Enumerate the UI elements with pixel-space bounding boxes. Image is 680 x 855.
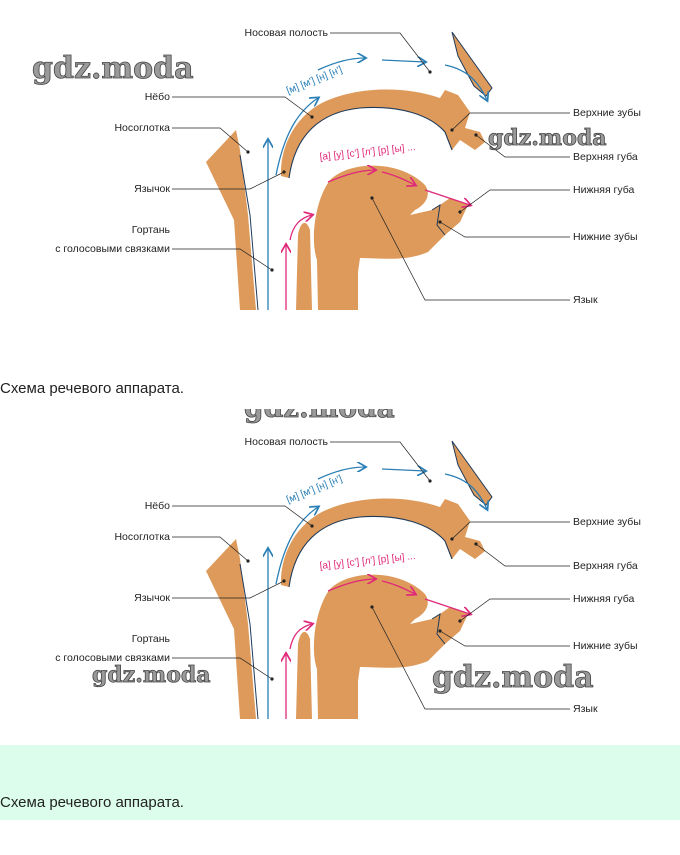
label-uvula: Язычок — [134, 592, 170, 604]
diagram-svg: [м] [м'] [н] [н'] [а] [у] [с'] [л'] [р] … — [55, 391, 641, 720]
nasal-airflow-arrow — [381, 469, 425, 471]
diagram-svg: [м] [м'] [н] [н'] [а] [у] [с'] [л'] [р] … — [32, 27, 641, 311]
label-larynx-vocal-cords: с голосовыми связками — [55, 652, 170, 664]
watermark-logo: gdz.moda — [244, 409, 395, 424]
label-upper-teeth: Верхние зубы — [573, 107, 641, 119]
label-uvula: Язычок — [134, 183, 170, 195]
label-lower-lip: Нижняя губа — [573, 184, 635, 196]
oral-airflow-arrow — [381, 171, 415, 185]
pharynx-wall-shape — [206, 539, 256, 719]
oral-airflow-arrow — [424, 598, 470, 614]
label-nasal-cavity: Носовая полость — [245, 436, 329, 448]
label-palate: Нёбо — [145, 500, 170, 512]
oral-airflow-arrow — [424, 189, 470, 205]
pharynx-outline — [239, 563, 259, 720]
watermark-logo: gdz.moda — [32, 51, 194, 86]
nasal-airflow-arrow — [444, 64, 487, 100]
label-nasal-cavity: Носовая полость — [245, 27, 329, 39]
watermark-logo: gdz.moda — [92, 662, 211, 688]
nasal-airflow-arrow — [381, 60, 425, 62]
leader-lines — [172, 441, 570, 710]
oral-airflow-arrow — [289, 624, 312, 650]
oral-sounds-label: [а] [у] [с'] [л'] [р] [ы] ... — [319, 142, 416, 163]
nasal-airflow-arrow — [275, 507, 318, 585]
watermark-logo: gdz.moda — [432, 660, 594, 695]
label-lower-teeth: Нижние зубы — [573, 640, 638, 652]
nasal-airflow-arrow — [275, 98, 318, 176]
speech-apparatus-diagram-copy: [м] [м'] [н] [н'] [а] [у] [с'] [л'] [р] … — [0, 391, 680, 729]
nasal-airflow-arrow — [317, 58, 365, 71]
palate-shape — [280, 89, 485, 178]
tongue-outline — [431, 204, 446, 236]
nasal-sounds-label: [м] [м'] [н] [н'] — [285, 64, 344, 96]
oral-airflow-arrow — [327, 579, 375, 592]
label-upper-lip: Верхняя губа — [573, 151, 638, 163]
label-larynx-vocal-cords: с голосовыми связками — [55, 243, 170, 255]
oral-airflow-arrow — [381, 580, 415, 594]
label-larynx: Гортань — [132, 633, 171, 645]
speech-apparatus-diagram: [м] [м'] [н] [н'] [а] [у] [с'] [л'] [р] … — [0, 0, 680, 320]
label-upper-teeth: Верхние зубы — [573, 516, 641, 528]
label-nasopharynx: Носоглотка — [114, 531, 170, 543]
label-tongue: Язык — [573, 703, 598, 715]
caption-highlight-block — [0, 745, 680, 820]
label-larynx: Гортань — [132, 224, 171, 236]
palate-outline — [288, 515, 453, 588]
label-lower-lip: Нижняя губа — [573, 593, 635, 605]
figure-caption-highlighted: Схема речевого аппарата. — [0, 794, 184, 811]
leader-lines — [172, 32, 570, 301]
label-palate: Нёбо — [145, 91, 170, 103]
pharynx-outline — [239, 154, 259, 311]
figure-caption: Схема речевого аппарата. — [0, 380, 184, 397]
nose-shape — [451, 440, 493, 506]
palate-shape — [280, 498, 485, 587]
label-upper-lip: Верхняя губа — [573, 560, 638, 572]
label-lower-teeth: Нижние зубы — [573, 231, 638, 243]
nasal-sounds-label: [м] [м'] [н] [н'] — [285, 473, 344, 505]
label-nasopharynx: Носоглотка — [114, 122, 170, 134]
nasal-airflow-arrow — [317, 467, 365, 480]
pharynx-pillar-shape — [296, 631, 312, 719]
oral-airflow-arrow — [289, 215, 312, 241]
tongue-jaw-shape — [313, 574, 468, 719]
nose-shape — [451, 31, 493, 97]
palate-outline — [288, 106, 453, 179]
tongue-outline — [431, 613, 446, 645]
nasal-airflow-arrow — [444, 473, 487, 509]
pharynx-pillar-shape — [296, 222, 312, 310]
oral-sounds-label: [а] [у] [с'] [л'] [р] [ы] ... — [319, 551, 416, 572]
label-tongue: Язык — [573, 294, 598, 306]
leader-dots — [246, 479, 478, 681]
oral-airflow-arrow — [327, 170, 375, 183]
pharynx-wall-shape — [206, 130, 256, 310]
tongue-jaw-shape — [313, 165, 468, 310]
leader-dots — [246, 70, 478, 272]
watermark-logo: gdz.moda — [488, 125, 607, 151]
